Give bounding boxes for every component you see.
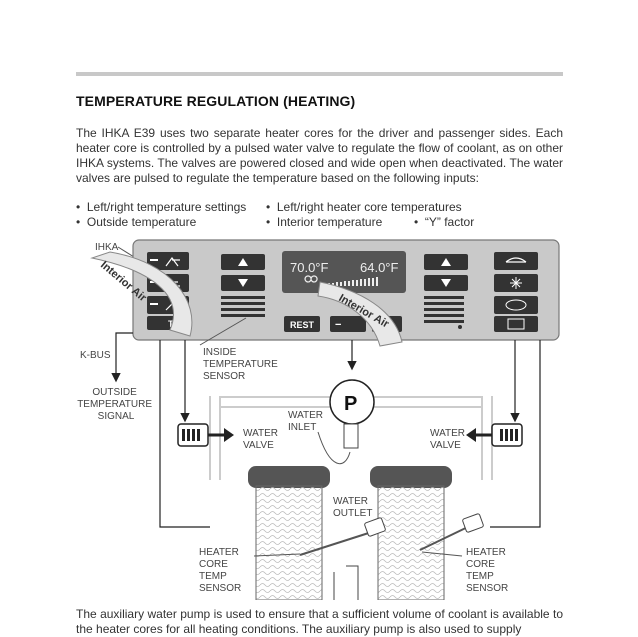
fan-minus-button[interactable] [330, 316, 366, 332]
left-valve-coil [182, 429, 200, 441]
recirculation-icon [505, 299, 527, 311]
bullet-item: • Left/right heater core temperatures [266, 200, 462, 214]
button-indicator [150, 259, 158, 261]
triangle-up-icon [441, 258, 451, 266]
left-core-sensor-probe [299, 529, 379, 556]
left-grille [221, 296, 265, 317]
bullet-item: • Interior temperature [266, 215, 383, 229]
water-inlet-pipe [343, 423, 359, 449]
right-sensor-leader [421, 551, 463, 557]
water-pipe-sides-inner [211, 396, 491, 480]
right-button-column [494, 252, 538, 332]
right-heater-core-tank [370, 466, 452, 488]
rear-defrost-button[interactable] [494, 316, 538, 332]
triangle-down-icon [238, 279, 248, 287]
bullet-column-2: • Left/right heater core temperatures • … [266, 200, 462, 230]
left-valve-arrow-head [224, 428, 234, 442]
triangle-up-icon [238, 258, 248, 266]
left-heater-core [255, 485, 323, 600]
water-outlet-label: WATER OUTLET [333, 496, 372, 519]
defrost-icon [165, 257, 180, 267]
rest-button-label: REST [290, 320, 315, 330]
water-outlet-pipe [333, 565, 359, 600]
header-rule [76, 72, 563, 76]
left-heater-core-tank [248, 466, 330, 488]
water-inlet-label: WATER INLET [288, 410, 326, 433]
kbus-line [111, 332, 133, 383]
heating-diagram: IHKA TO 70.0°F 64.0°F [77, 239, 560, 600]
front-defrost-button[interactable] [494, 252, 538, 270]
right-core-sensor-line [490, 340, 541, 528]
right-valve-coil [500, 429, 518, 441]
triangle-down-icon [441, 279, 451, 287]
left-core-sensor-line [159, 340, 210, 528]
snowflake-icon [510, 277, 522, 289]
kbus-label: K-BUS [80, 350, 111, 361]
footer-paragraph: The auxiliary water pump is used to ensu… [76, 607, 563, 636]
right-heater-core-sensor-label: HEATER CORE TEMP SENSOR [466, 547, 509, 594]
pump-label: P [344, 393, 357, 415]
air-distribution-button-1[interactable] [147, 252, 189, 270]
button-indicator [150, 303, 158, 305]
bullet-column-1: • Left/right temperature settings • Outs… [76, 200, 246, 230]
windshield-icon [505, 257, 527, 263]
right-valve-arrow-head [466, 428, 476, 442]
right-grille [424, 296, 464, 323]
recirculation-button[interactable] [494, 296, 538, 314]
left-heater-core-sensor-label: HEATER CORE TEMP SENSOR [199, 547, 242, 594]
right-water-valve-label: WATER VALVE [430, 428, 468, 451]
interior-air-flow-left [90, 251, 193, 337]
left-sensor-leader [253, 553, 301, 557]
indicator-dot [458, 325, 462, 329]
water-inlet-leader [317, 431, 351, 465]
right-core-sensor-plug [462, 513, 484, 533]
right-temperature-readout: 64.0°F [360, 260, 399, 275]
left-temperature-readout: 70.0°F [290, 260, 329, 275]
fan-minus-label: − [335, 319, 341, 331]
intro-paragraph: The IHKA E39 uses two separate heater co… [76, 126, 563, 185]
left-water-valve-label: WATER VALVE [243, 428, 281, 451]
page-title: TEMPERATURE REGULATION (HEATING) [76, 93, 356, 109]
bullet-item: • Left/right temperature settings [76, 200, 247, 214]
rear-window-icon [507, 318, 525, 330]
bullet-item: • “Y” factor [414, 215, 475, 229]
ihka-label: IHKA [95, 242, 119, 253]
bullet-column-3: • “Y” factor [414, 215, 474, 230]
rest-button[interactable] [284, 316, 320, 332]
lcd-display [282, 251, 406, 293]
inside-temp-sensor-label: INSIDE TEMPERATURE SENSOR [203, 347, 281, 382]
bullet-item: • Outside temperature [76, 215, 197, 229]
left-core-sensor-plug [364, 517, 386, 537]
interior-air-flow-right [317, 281, 403, 347]
fan-icon [304, 275, 318, 283]
outside-temp-signal-label: OUTSIDE TEMPERATURE SIGNAL [77, 387, 155, 422]
inside-sensor-leader [199, 317, 247, 346]
